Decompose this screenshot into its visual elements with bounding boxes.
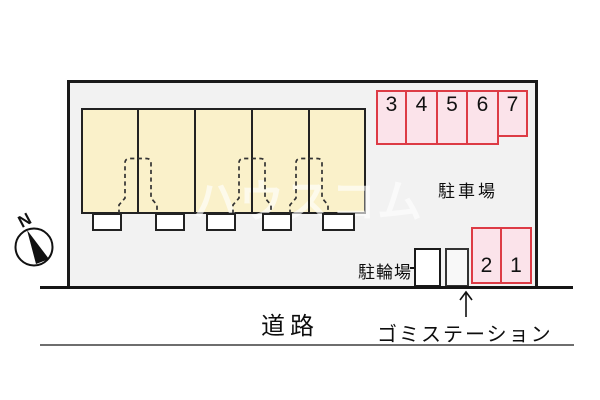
- unit-divider: [137, 108, 139, 214]
- parking-space-2: 2: [471, 227, 502, 284]
- bicycle-parking-label: 駐輪場: [358, 263, 412, 282]
- garbage-station-area: [445, 248, 469, 287]
- up-arrow-icon: [459, 290, 473, 317]
- entrance-porch: [262, 213, 292, 231]
- parking-space-4: 4: [405, 90, 438, 145]
- road-edge-line: [40, 344, 574, 346]
- road-label: 道路: [261, 313, 319, 340]
- parking-space-6: 6: [466, 90, 499, 145]
- unit-divider: [251, 108, 253, 214]
- entrance-porch: [92, 213, 122, 231]
- bicycle-parking-area: [414, 248, 441, 287]
- garbage-station-label: ゴミステーション: [377, 324, 553, 346]
- site-road-boundary-line: [40, 286, 573, 289]
- parking-space-1: 1: [500, 227, 532, 284]
- parking-lot-label: 駐車場: [438, 182, 498, 201]
- entrance-porch: [322, 213, 355, 231]
- parking-space-5: 5: [436, 90, 468, 145]
- parking-space-3: 3: [376, 90, 407, 145]
- stair-outline: [118, 157, 158, 229]
- stair-outline: [232, 157, 272, 229]
- north-compass-icon: N: [14, 209, 54, 267]
- entrance-porch: [155, 213, 185, 231]
- stair-outline: [289, 157, 329, 229]
- entrance-porch: [206, 213, 236, 231]
- parking-space-7: 7: [497, 90, 528, 137]
- building-outline: [81, 108, 366, 214]
- unit-divider: [194, 108, 196, 214]
- unit-divider: [308, 108, 310, 214]
